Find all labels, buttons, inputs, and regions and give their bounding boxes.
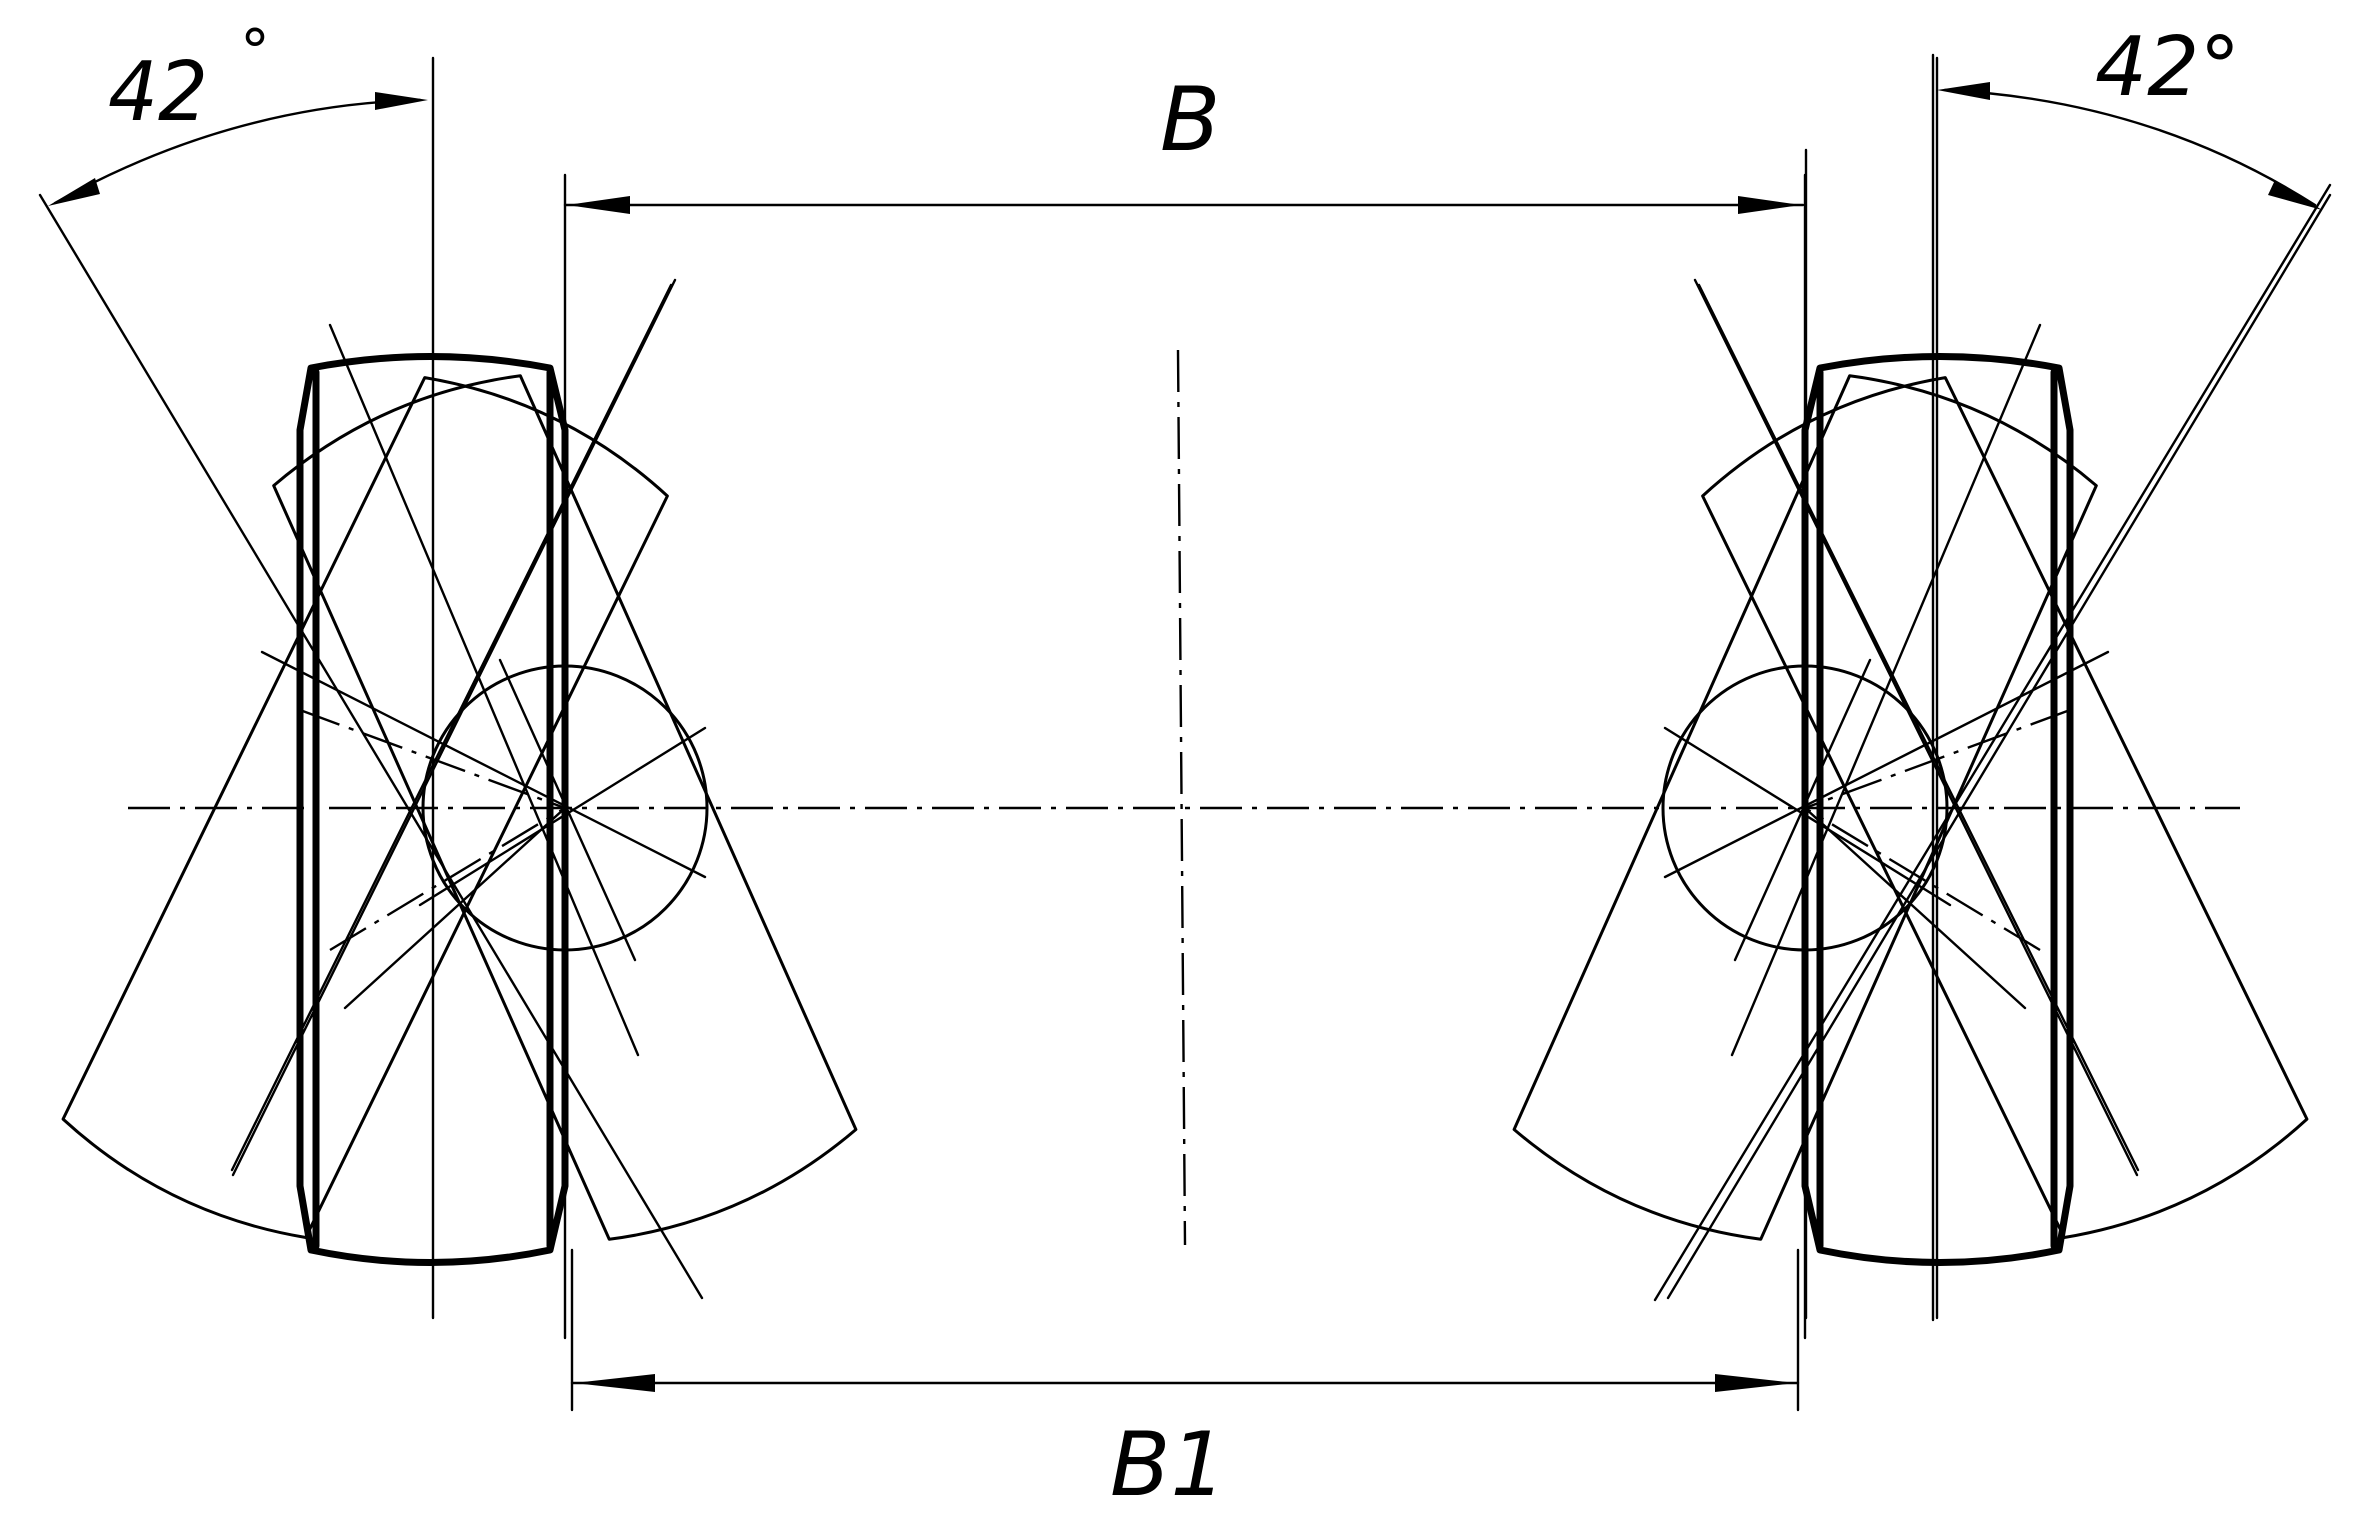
dimension-b — [563, 148, 1808, 1320]
dimension-b1 — [570, 1248, 1800, 1412]
left-wheel — [40, 58, 864, 1338]
angle-left-label: 42 — [108, 45, 208, 140]
dimension-b1-label: B1 — [1110, 1413, 1226, 1516]
angle-left-degree: ° — [240, 17, 270, 87]
angle-right-label: 42° — [2095, 20, 2240, 115]
angle-right — [1653, 53, 2332, 1322]
right-wheel — [1506, 58, 2330, 1338]
angle-left — [48, 92, 428, 206]
dimension-b-label: B — [1160, 68, 1220, 171]
vertical-centerline — [1176, 349, 1187, 1246]
